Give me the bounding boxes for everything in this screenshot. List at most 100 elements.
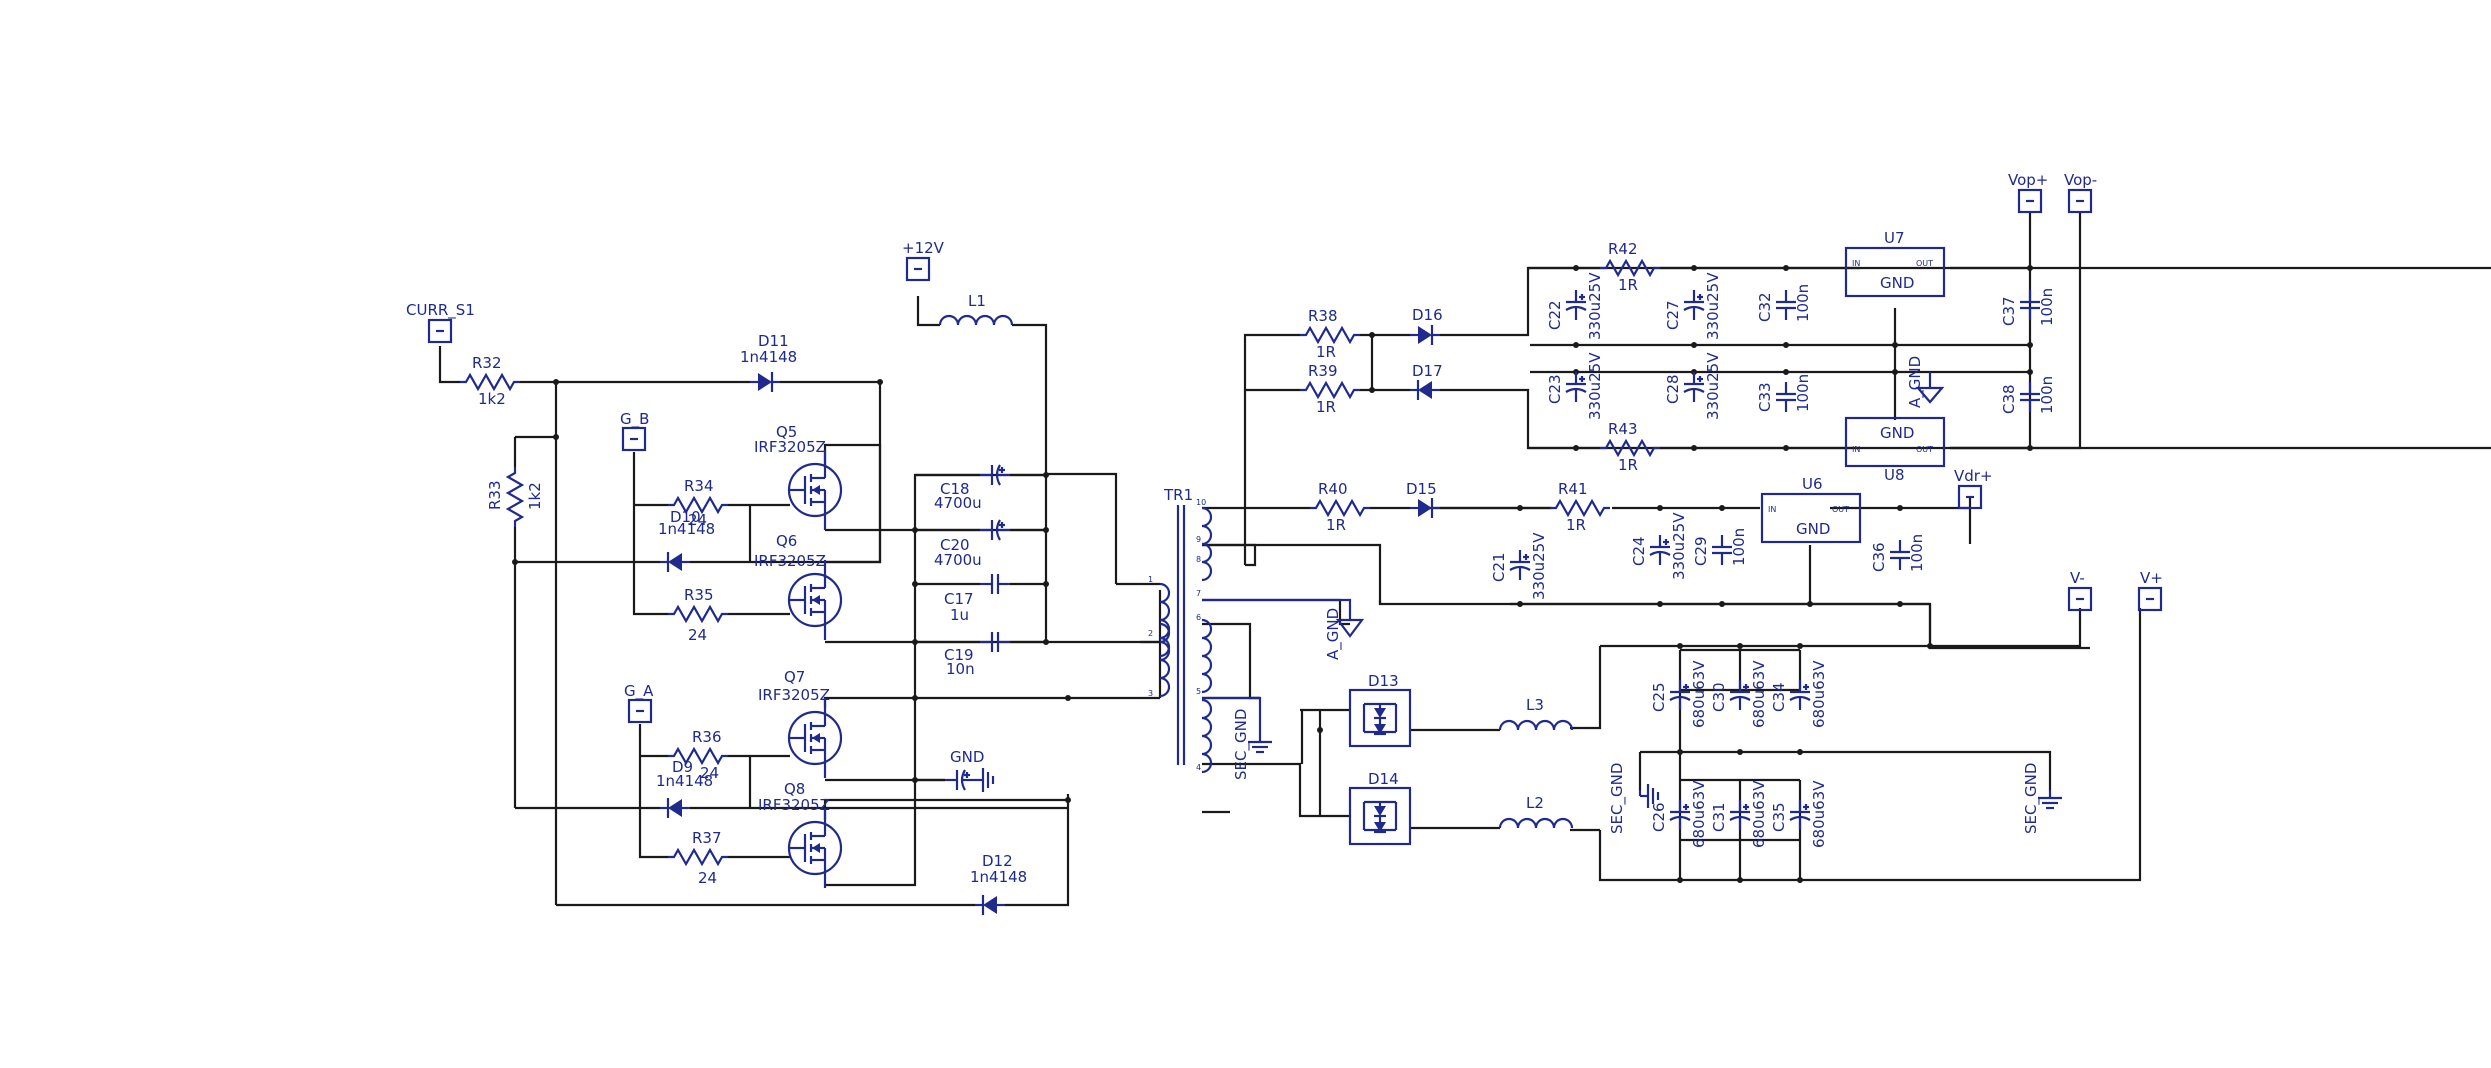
port-12v[interactable]: +12V — [902, 239, 945, 282]
mosfet-q5[interactable]: Q5 IRF3205Z — [754, 423, 843, 532]
c28-value: 330u25V — [1704, 352, 1722, 420]
port-v-minus[interactable]: V- — [2067, 569, 2093, 612]
inductor-l1[interactable]: L1 — [938, 292, 1014, 327]
capacitor-c22[interactable]: C22 330u25V — [1546, 272, 1604, 340]
sec-gnd-label-2: SEC_GND — [1608, 763, 1627, 834]
c18-ref: C18 — [940, 480, 970, 498]
q5-ref: Q5 — [776, 423, 797, 441]
capacitor-c35[interactable]: C35 680u63V — [1770, 780, 1828, 848]
tr1-pin-6: 6 — [1196, 613, 1201, 622]
capacitor-c30[interactable]: C30 680u63V — [1710, 660, 1768, 728]
tr1-pin-10: 10 — [1196, 498, 1206, 507]
u7-out-label: OUT — [1916, 259, 1933, 268]
capacitor-c26[interactable]: C26 680u63V — [1650, 780, 1708, 848]
tr1-pin-1: 1 — [1148, 575, 1153, 584]
capacitor-c38[interactable]: C38 100n — [2000, 376, 2056, 414]
regulator-u8[interactable]: IN OUT GND U8 — [1844, 416, 1946, 484]
capacitor-c19[interactable]: C19 10n — [944, 630, 1012, 678]
transformer-tr1[interactable]: TR1 — [1158, 486, 1213, 774]
diode-d15[interactable]: D15 — [1406, 480, 1442, 520]
c37-ref: C37 — [2000, 296, 2018, 326]
capacitor-c27[interactable]: C27 330u25V — [1664, 272, 1722, 340]
q8-value: IRF3205Z — [758, 796, 830, 814]
diode-d12[interactable]: D12 1n4148 — [970, 852, 1027, 917]
capacitor-c32[interactable]: C32 100n — [1756, 284, 1812, 322]
resistor-r40[interactable]: R40 1R — [1308, 480, 1372, 534]
c26-value: 680u63V — [1690, 780, 1708, 848]
port-12v-label: +12V — [902, 239, 945, 257]
capacitor-c18[interactable]: C18 4700u — [934, 463, 1012, 512]
capacitor-c36[interactable]: C36 100n — [1870, 534, 1926, 572]
resistor-r38[interactable]: R38 1R — [1298, 307, 1362, 361]
capacitor-gnd-bank[interactable] — [943, 766, 995, 794]
diode-d17[interactable]: D17 — [1408, 362, 1443, 402]
resistor-r43[interactable]: R43 1R — [1598, 420, 1662, 474]
r36-ref: R36 — [692, 728, 722, 746]
d10-value: 1n4148 — [658, 520, 715, 538]
regulator-u6[interactable]: IN OUT GND U6 — [1760, 475, 1862, 544]
d17-ref: D17 — [1412, 362, 1443, 380]
diode-d11[interactable]: D11 1n4148 — [740, 332, 797, 394]
port-v-minus-label: V- — [2070, 569, 2085, 587]
port-vdr-plus[interactable]: Vdr+ — [1954, 467, 1993, 510]
port-vop-minus[interactable]: Vop- — [2064, 171, 2097, 214]
l2-ref: L2 — [1526, 794, 1544, 812]
bridge-d13[interactable]: D13 — [1348, 672, 1412, 748]
inductor-l2[interactable]: L2 — [1498, 794, 1574, 830]
c35-ref: C35 — [1770, 802, 1788, 832]
resistor-r39[interactable]: R39 1R — [1298, 362, 1362, 416]
capacitor-c21[interactable]: C21 330u25V — [1490, 532, 1548, 600]
resistor-r34[interactable]: R34 24 — [666, 477, 730, 529]
capacitor-c29[interactable]: C29 100n — [1692, 528, 1748, 567]
mosfet-q7[interactable]: Q7 IRF3205Z — [758, 668, 843, 780]
resistor-r37[interactable]: R37 24 — [666, 829, 730, 887]
capacitor-c33[interactable]: C33 100n — [1756, 374, 1812, 414]
bridge-d14[interactable]: D14 — [1348, 770, 1412, 846]
capacitor-c28[interactable]: C28 330u25V — [1664, 352, 1722, 420]
mosfet-q8[interactable]: Q8 IRF3205Z — [758, 780, 843, 890]
capacitor-c25[interactable]: C25 680u63V — [1650, 660, 1708, 728]
diode-d10[interactable]: D10 1n4148 — [658, 508, 715, 574]
resistor-r32[interactable]: R32 1k2 — [458, 354, 522, 408]
port-curr-s1[interactable]: CURR_S1 — [406, 301, 475, 344]
port-g-a-label: G_A — [624, 682, 654, 701]
c34-ref: C34 — [1770, 682, 1788, 712]
resistor-r36[interactable]: R36 24 — [666, 728, 730, 782]
tr1-ref: TR1 — [1163, 486, 1193, 504]
capacitor-c24[interactable]: C24 330u25V — [1630, 512, 1688, 580]
capacitor-c37[interactable]: C37 100n — [2000, 288, 2056, 326]
diode-d16[interactable]: D16 — [1408, 306, 1443, 347]
r38-value: 1R — [1316, 343, 1336, 361]
capacitor-c17[interactable]: C17 1u — [944, 572, 1012, 624]
capacitor-c23[interactable]: C23 330u25V — [1546, 352, 1604, 420]
resistor-r33[interactable]: R33 1k2 — [486, 465, 544, 529]
port-vop-plus[interactable]: Vop+ — [2008, 171, 2048, 214]
r35-value: 24 — [688, 626, 707, 644]
resistor-r35[interactable]: R35 24 — [666, 586, 730, 644]
q8-ref: Q8 — [784, 780, 805, 798]
regulator-u7[interactable]: IN OUT GND U7 — [1844, 229, 1946, 298]
c17-ref: C17 — [944, 590, 974, 608]
port-v-plus[interactable]: V+ — [2137, 569, 2163, 612]
u6-gnd-label: GND — [1796, 520, 1830, 538]
diode-d9[interactable]: D9 1n4148 — [656, 758, 713, 820]
u7-gnd-label: GND — [1880, 274, 1914, 292]
capacitor-c31[interactable]: C31 680u63V — [1710, 780, 1768, 848]
tr1-pin-numbers: 1 2 3 10 9 8 7 6 5 4 — [1148, 498, 1206, 772]
resistor-r41[interactable]: R41 1R — [1548, 480, 1612, 534]
inductor-l3[interactable]: L3 — [1498, 696, 1574, 732]
capacitor-c34[interactable]: C34 680u63V — [1770, 660, 1828, 728]
capacitor-c20[interactable]: C20 4700u — [934, 518, 1012, 569]
port-g-a[interactable]: G_A — [624, 682, 654, 724]
resistor-r42[interactable]: R42 1R — [1598, 240, 1662, 294]
d15-ref: D15 — [1406, 480, 1437, 498]
u8-gnd-label: GND — [1880, 424, 1914, 442]
mosfet-q6[interactable]: Q6 IRF3205Z — [754, 532, 843, 642]
c25-ref: C25 — [1650, 682, 1668, 712]
r43-value: 1R — [1618, 456, 1638, 474]
port-g-b[interactable]: G_B — [620, 410, 649, 452]
c20-ref: C20 — [940, 536, 970, 554]
sec-gnd-label-3: SEC_GND — [2022, 763, 2041, 834]
tr1-pin-9: 9 — [1196, 535, 1201, 544]
r33-ref: R33 — [486, 480, 504, 510]
